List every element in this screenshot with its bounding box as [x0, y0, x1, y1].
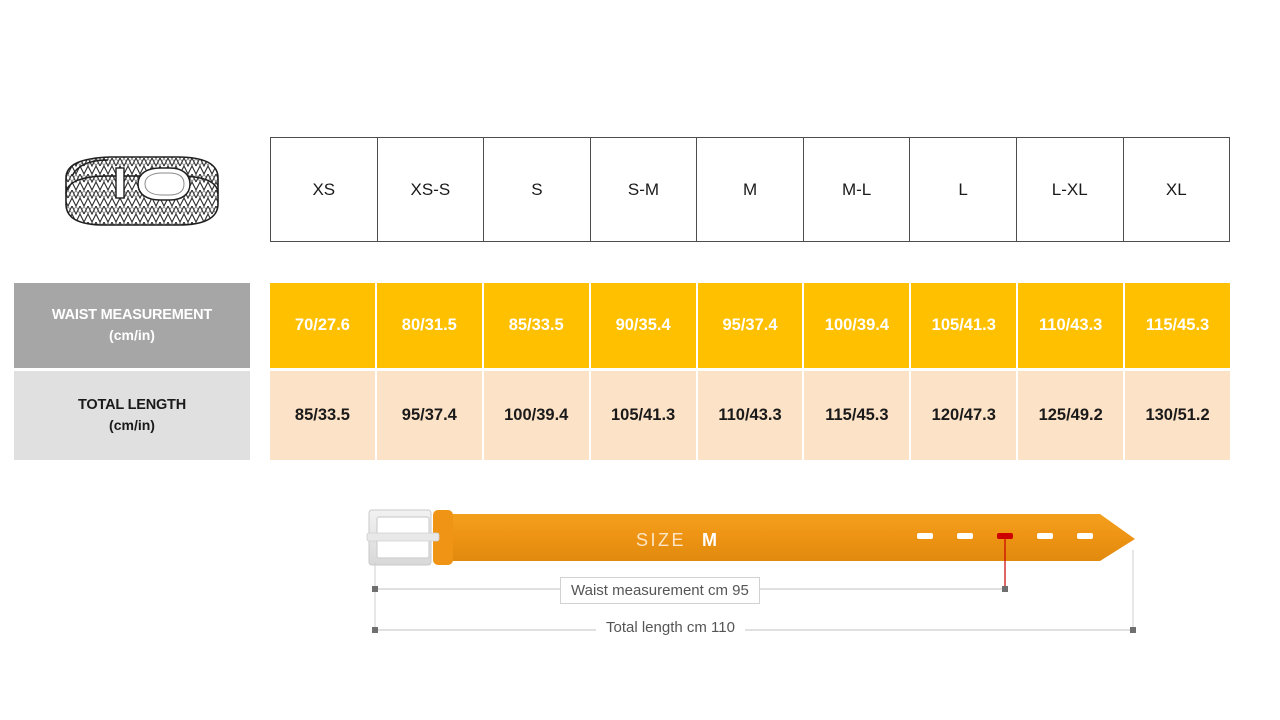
belt-diagram-svg: SIZE M [366, 509, 1136, 633]
belt-size-value: M [702, 530, 717, 550]
waist-value-cell: 90/35.4 [590, 283, 698, 368]
total-length-value-cell: 85/33.5 [270, 371, 377, 460]
size-header-table: XS XS-S S S-M M M-L L L-XL XL [270, 137, 1230, 242]
waist-measurement-row: WAIST MEASUREMENT (cm/in) 70/27.6 80/31.… [14, 283, 1231, 368]
waist-value-cell: 70/27.6 [270, 283, 377, 368]
waist-value-cell: 115/45.3 [1125, 283, 1231, 368]
belt-hole [957, 533, 973, 539]
belt-buckle-prong [366, 532, 440, 542]
size-header-cell: M [697, 138, 804, 241]
dimension-end-marker [372, 586, 378, 592]
total-length-dimension-label: Total length cm 110 [596, 617, 745, 638]
total-length-value-cell: 110/43.3 [697, 371, 805, 460]
waist-value-cells: 70/27.6 80/31.5 85/33.5 90/35.4 95/37.4 … [270, 283, 1231, 368]
waist-value-cell: 80/31.5 [376, 283, 484, 368]
size-header-cell: XL [1165, 179, 1187, 199]
belt-product-illustration [52, 142, 228, 242]
waist-label-unit: (cm/in) [109, 326, 155, 343]
belt-measurement-diagram: SIZE M [355, 500, 1155, 650]
waist-measurement-label: WAIST MEASUREMENT (cm/in) [14, 283, 250, 368]
braided-belt-icon [65, 156, 219, 226]
size-header-cell: XS [271, 138, 378, 241]
belt-hole [917, 533, 933, 539]
size-header-cell: S-M [591, 138, 698, 241]
belt-hole-active [997, 533, 1013, 539]
size-header-cell: XS-S [378, 138, 485, 241]
dimension-end-marker [1002, 586, 1008, 592]
waist-label-main: WAIST MEASUREMENT [51, 307, 213, 324]
total-length-label-unit: (cm/in) [109, 416, 155, 433]
total-length-value-cell: 115/45.3 [804, 371, 912, 460]
total-length-row: TOTAL LENGTH (cm/in) 85/33.5 95/37.4 100… [14, 371, 1231, 460]
waist-value-cell: 95/37.4 [697, 283, 805, 368]
total-length-label: TOTAL LENGTH (cm/in) [14, 371, 250, 460]
belt-hole [1037, 533, 1053, 539]
total-length-label-main: TOTAL LENGTH [78, 397, 186, 414]
total-length-value-cell: 95/37.4 [376, 371, 484, 460]
waist-value-cell: 105/41.3 [911, 283, 1019, 368]
size-header-cell: M-L [804, 138, 911, 241]
waist-value-cell: 110/43.3 [1018, 283, 1126, 368]
belt-size-prefix: SIZE [636, 530, 686, 550]
belt-keeper-loop [433, 510, 453, 565]
total-length-value-cell: 105/41.3 [590, 371, 698, 460]
total-length-value-cell: 120/47.3 [911, 371, 1019, 460]
total-length-value-cell: 125/49.2 [1018, 371, 1126, 460]
waist-dimension-label: Waist measurement cm 95 [560, 577, 760, 604]
waist-value-cell: 85/33.5 [483, 283, 591, 368]
total-length-value-cells: 85/33.5 95/37.4 100/39.4 105/41.3 110/43… [270, 371, 1231, 460]
total-length-value-cell: 100/39.4 [483, 371, 591, 460]
belt-strap [439, 514, 1135, 561]
dimension-end-marker [1130, 627, 1136, 633]
dimension-end-marker [372, 627, 378, 633]
total-length-value-cell: 130/51.2 [1125, 371, 1231, 460]
size-header-cell: L-XL [1017, 138, 1124, 241]
waist-value-cell: 100/39.4 [804, 283, 912, 368]
size-header-cell: S [484, 138, 591, 241]
size-header-cell: L [910, 138, 1017, 241]
belt-hole [1077, 533, 1093, 539]
